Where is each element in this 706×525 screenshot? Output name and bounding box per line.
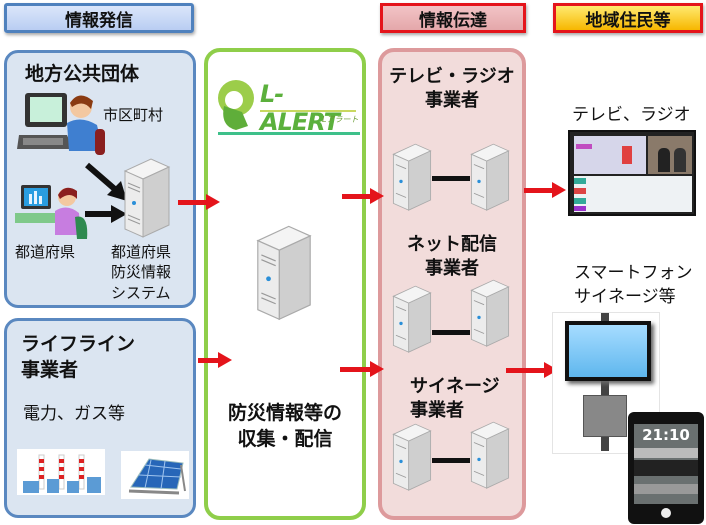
lalert-logo-kana: Lアラート	[322, 115, 359, 124]
net-operator-1: ネット配信	[407, 234, 497, 255]
broadcast-link	[432, 176, 470, 181]
prefecture-label: 都道府県	[15, 243, 76, 261]
header-source: 情報発信	[4, 3, 194, 33]
broadcast-server-left-icon	[392, 143, 432, 211]
signage-display-image	[552, 312, 660, 454]
lalert-logo-underline	[260, 110, 356, 112]
signage-server-left-icon	[392, 423, 432, 491]
signage-operator-1: サイネージ	[410, 376, 500, 397]
lalert-server-icon	[256, 225, 312, 321]
municipality-worker-icon	[17, 93, 105, 155]
header-source-label: 情報発信	[65, 10, 133, 31]
lalert-caption-1: 防災情報等の	[227, 402, 342, 424]
system-label-2: 防災情報	[111, 263, 172, 281]
lifeline-panel: ライフライン 事業者 電力、ガス等	[4, 318, 196, 518]
arrow-black-horizontal	[85, 205, 127, 223]
net-link	[432, 330, 470, 335]
lalert-panel: L-ALERT Lアラート 防災情報等の 収集・配信	[204, 48, 366, 520]
lifeline-title-1: ライフライン	[21, 333, 136, 355]
net-server-right-icon	[470, 279, 510, 347]
system-label-1: 都道府県	[111, 243, 172, 261]
local-gov-title: 地方公共団体	[25, 63, 140, 85]
lifeline-title-2: 事業者	[21, 359, 79, 381]
net-server-left-icon	[392, 285, 432, 353]
prefecture-server-icon	[123, 158, 171, 238]
header-transmit: 情報伝達	[380, 3, 526, 33]
net-operator-2: 事業者	[425, 258, 479, 279]
signage-link	[432, 458, 470, 463]
arrow-black-diagonal	[85, 162, 127, 201]
tv-screen-image	[568, 130, 696, 216]
local-gov-panel: 地方公共団体 市区町村 都道府県	[4, 50, 196, 308]
solar-panel-icon	[121, 451, 189, 499]
system-label-3: システム	[111, 284, 171, 302]
operators-panel: テレビ・ラジオ 事業者 ネット配信 事業者 サイネージ 事業者	[378, 48, 526, 520]
broadcast-operator-1: テレビ・ラジオ	[389, 66, 515, 87]
lalert-logo-text: L-ALERT	[260, 80, 340, 136]
lifeline-subtitle: 電力、ガス等	[23, 404, 125, 424]
lalert-caption-2: 収集・配信	[237, 428, 333, 450]
signage-server-right-icon	[470, 421, 510, 489]
mobile-signage-label-2: サイネージ等	[574, 287, 676, 307]
lalert-logo-icon	[218, 80, 254, 130]
header-residents: 地域住民等	[553, 3, 703, 33]
broadcast-operator-2: 事業者	[425, 90, 479, 111]
municipality-label: 市区町村	[103, 106, 164, 124]
mobile-signage-label-1: スマートフォン	[574, 263, 693, 283]
tv-radio-label: テレビ、ラジオ	[572, 105, 691, 125]
header-residents-label: 地域住民等	[585, 10, 671, 31]
lalert-logo-rule	[218, 132, 360, 135]
phone-clock: 21:10	[642, 426, 690, 444]
prefecture-worker-icon	[15, 185, 88, 239]
broadcast-server-right-icon	[470, 143, 510, 211]
header-transmit-label: 情報伝達	[419, 10, 487, 31]
power-plant-icon	[17, 449, 105, 495]
signage-operator-2: 事業者	[410, 400, 464, 421]
smartphone-image: 21:10	[628, 412, 704, 524]
